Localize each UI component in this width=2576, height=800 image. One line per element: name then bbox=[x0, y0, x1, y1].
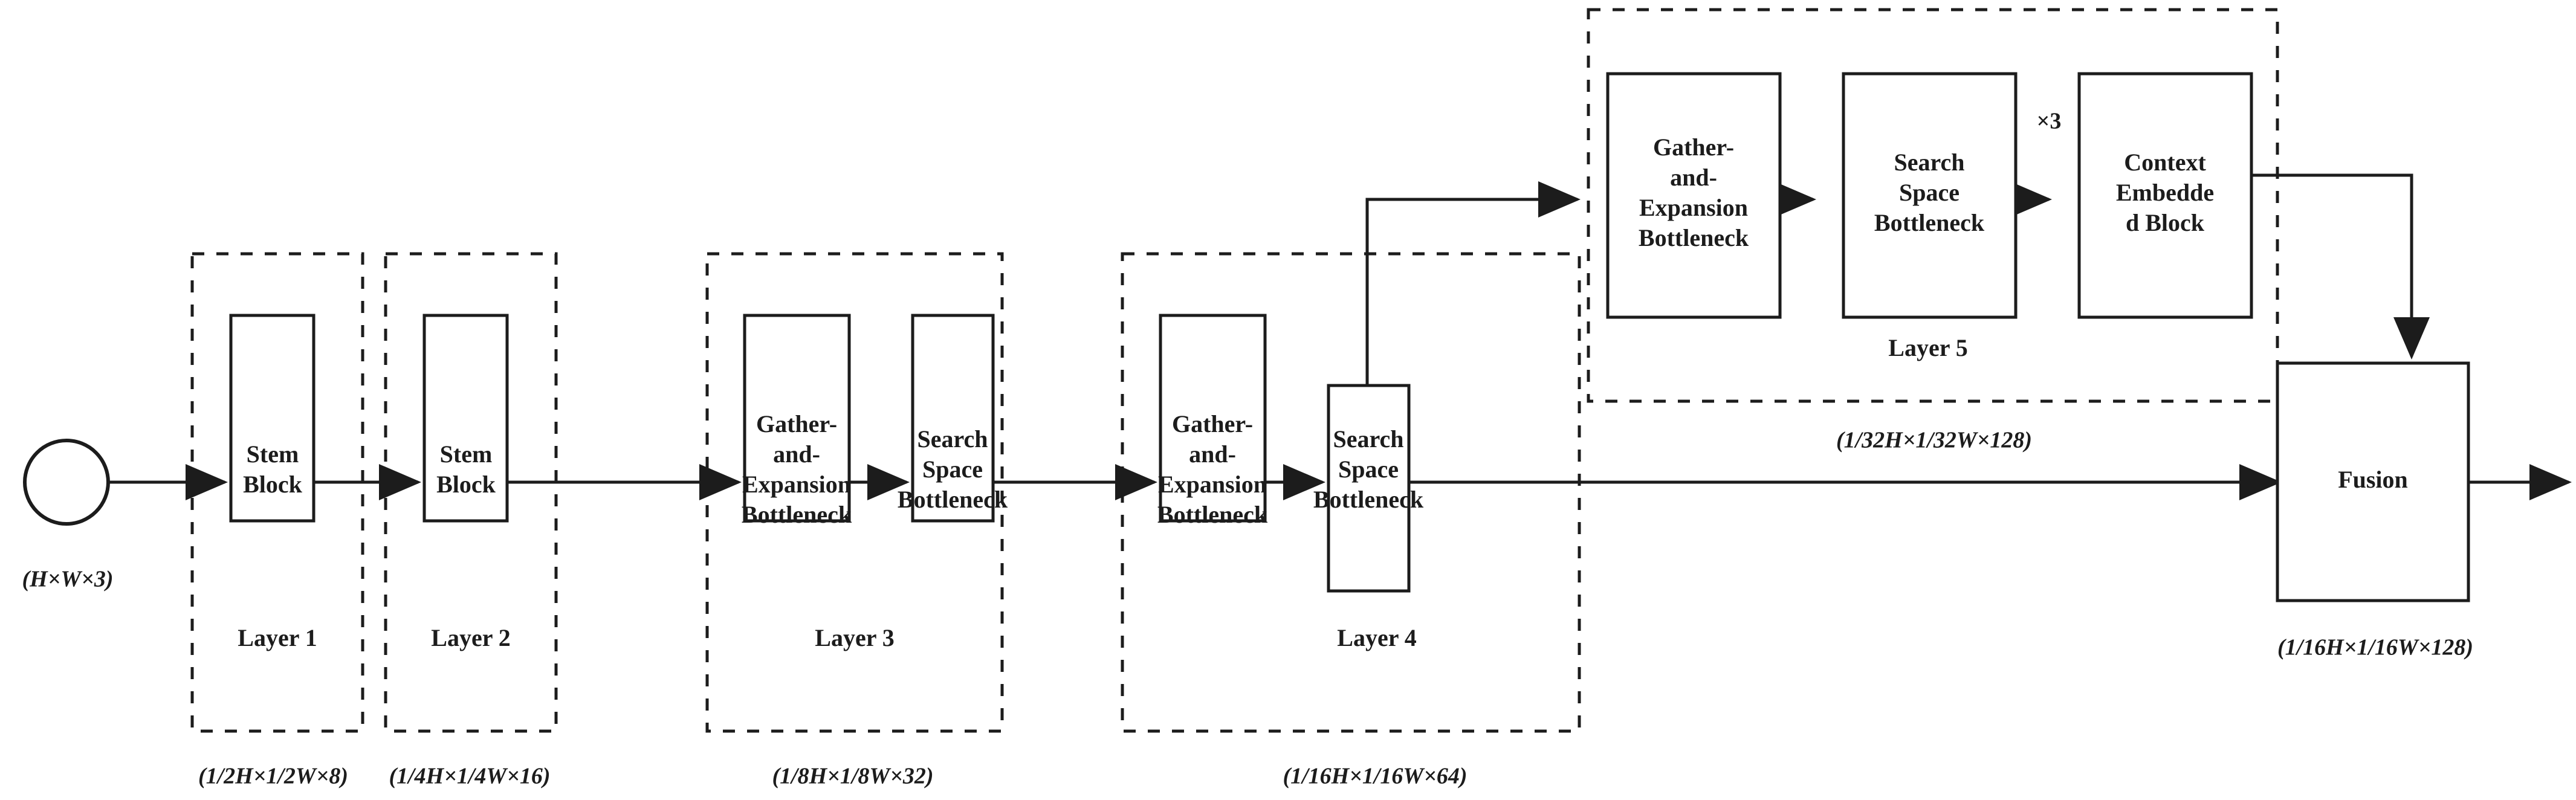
ge3-line-2: Expansion bbox=[742, 471, 851, 498]
ceb-line-2: d Block bbox=[2126, 209, 2205, 236]
fusion-block[interactable] bbox=[2276, 361, 2470, 602]
stem-block-2-line-0: Stem bbox=[440, 440, 493, 468]
ssb5-line-1: Space bbox=[1899, 179, 1960, 206]
ge3-line-1: and- bbox=[773, 440, 820, 468]
ge4-line-3: Bottleneck bbox=[1157, 501, 1268, 528]
ssb4-line-0: Search bbox=[1333, 425, 1403, 453]
ssb4-line-1: Space bbox=[1338, 456, 1399, 483]
layer-2-dim-label: (1/4H×1/4W×16) bbox=[389, 764, 550, 789]
ge5-line-2: Expansion bbox=[1639, 194, 1748, 221]
ge-bottleneck-4[interactable] bbox=[1159, 314, 1267, 523]
layer-5-repeat-label: ×3 bbox=[2037, 109, 2062, 134]
ceb-line-1: Embedde bbox=[2116, 179, 2214, 206]
ssb3-line-0: Search bbox=[917, 425, 988, 453]
ge5-line-3: Bottleneck bbox=[1639, 224, 1749, 251]
layer-3-dim-label: (1/8H×1/8W×32) bbox=[772, 764, 933, 789]
context-embedded-block[interactable] bbox=[2077, 72, 2253, 319]
ceb-line-0: Context bbox=[2124, 149, 2206, 176]
stem-block-1-line-0: Stem bbox=[247, 440, 299, 468]
ge5-line-0: Gather- bbox=[1653, 134, 1734, 161]
layer-4-label: Layer 4 bbox=[1337, 624, 1416, 651]
layer-4-dim-label: (1/16H×1/16W×64) bbox=[1283, 764, 1467, 789]
layer-1-label: Layer 1 bbox=[238, 624, 317, 651]
stem-block-1[interactable] bbox=[229, 314, 316, 523]
search-space-bottleneck-4[interactable] bbox=[1327, 384, 1411, 593]
arrow-ssb4-to-layer5 bbox=[1365, 181, 1581, 385]
ge4-line-1: and- bbox=[1189, 440, 1236, 468]
search-space-bottleneck-3[interactable] bbox=[911, 314, 995, 523]
ssb3-line-2: Bottleneck bbox=[898, 486, 1008, 513]
layer-2-container bbox=[384, 252, 558, 733]
layer-5-label: Layer 5 bbox=[1888, 334, 1967, 361]
stem-block-2[interactable] bbox=[422, 314, 509, 523]
layer-5-container bbox=[1587, 8, 2279, 403]
fusion-label: Fusion bbox=[2338, 466, 2408, 493]
ssb4-line-2: Bottleneck bbox=[1313, 486, 1424, 513]
layer-5-dim-label: (1/32H×1/32W×128) bbox=[1836, 428, 2032, 453]
ge5-line-1: and- bbox=[1670, 164, 1717, 191]
layer-3-label: Layer 3 bbox=[815, 624, 894, 651]
ssb5-line-2: Bottleneck bbox=[1874, 209, 1985, 236]
layer-1-container bbox=[190, 252, 364, 733]
ssb5-line-0: Search bbox=[1894, 149, 1964, 176]
ge-bottleneck-3[interactable] bbox=[743, 314, 851, 523]
stem-block-1-line-1: Block bbox=[243, 471, 303, 498]
layer-1-dim-label: (1/2H×1/2W×8) bbox=[198, 764, 348, 789]
ge3-line-3: Bottleneck bbox=[742, 501, 852, 528]
input-node-circle bbox=[23, 439, 110, 526]
search-space-bottleneck-5[interactable] bbox=[1842, 72, 2018, 319]
layer-2-label: Layer 2 bbox=[431, 624, 510, 651]
ge4-line-0: Gather- bbox=[1172, 410, 1253, 437]
ge-bottleneck-5[interactable] bbox=[1606, 72, 1782, 319]
ge3-line-0: Gather- bbox=[756, 410, 837, 437]
stem-block-2-line-1: Block bbox=[436, 471, 496, 498]
input-dim-label: (H×W×3) bbox=[22, 567, 114, 592]
ge4-line-2: Expansion bbox=[1158, 471, 1267, 498]
arrow-layer5-to-fusion bbox=[2251, 173, 2430, 360]
fusion-dim-label: (1/16H×1/16W×128) bbox=[2277, 635, 2473, 660]
ssb3-line-1: Space bbox=[922, 456, 983, 483]
